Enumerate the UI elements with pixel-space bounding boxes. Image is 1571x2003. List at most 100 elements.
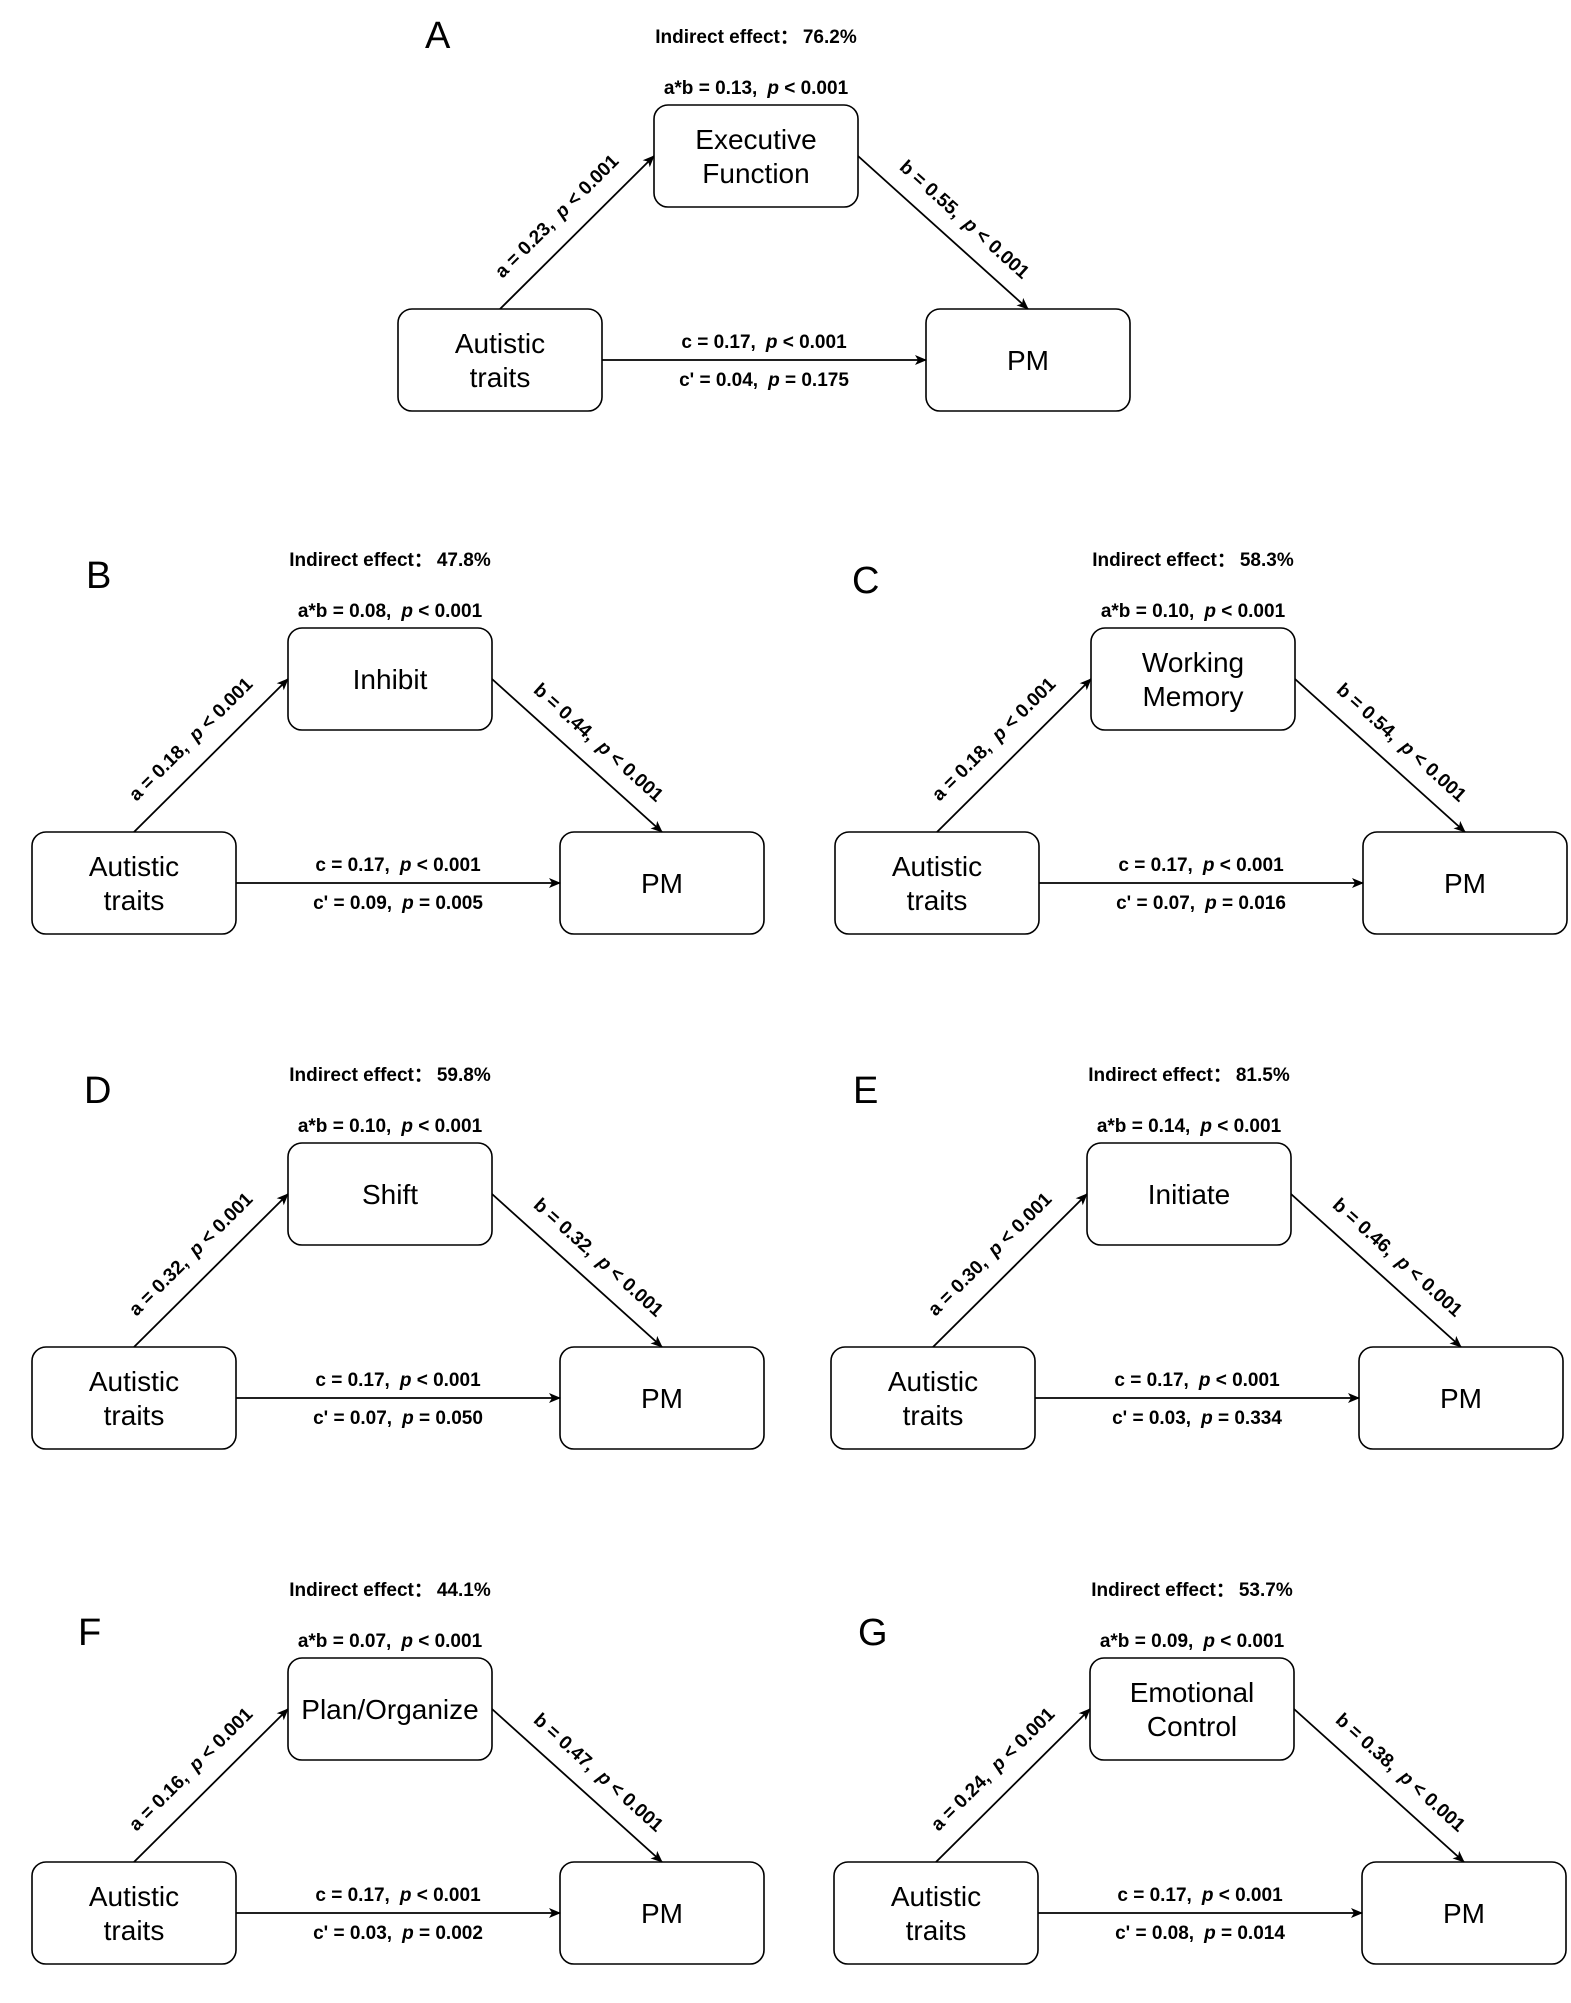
path-c-prime-label-p-value: = 0.175	[780, 370, 850, 391]
path-a-label-coef: a = 0.23,	[491, 215, 559, 282]
path-c-label-coef: c = 0.17,	[681, 332, 755, 353]
path-c-prime-label-coef: c' = 0.09,	[313, 893, 392, 914]
mediator-node: Shift	[287, 1142, 493, 1246]
path-b-arrow	[1290, 1193, 1462, 1348]
path-a-arrow	[936, 678, 1092, 833]
path-c-prime-label: c' = 0.03, p = 0.334	[1112, 1408, 1282, 1429]
mediator-node-box	[1089, 1657, 1295, 1761]
path-b-label-coef: b = 0.55,	[895, 157, 965, 223]
mediator-node-label: Shift	[362, 1179, 418, 1210]
path-c-prime-label-coef: c' = 0.07,	[313, 1408, 392, 1429]
path-c-prime-label-p-symbol: p	[1200, 1408, 1213, 1429]
predictor-node-label: Autistic	[89, 1366, 179, 1397]
path-c-label-coef: c = 0.17,	[315, 1370, 389, 1391]
path-c-label-p-value: < 0.001	[777, 332, 847, 353]
mediator-node-box	[653, 104, 859, 208]
predictor-node-label: traits	[907, 885, 968, 916]
indirect-effect-text: Indirect effect：	[1091, 1580, 1235, 1601]
path-b-label-coef: b = 0.38,	[1331, 1710, 1401, 1776]
indirect-effect-value: 44.1%	[437, 1580, 491, 1601]
path-c-prime-label-p-symbol: p	[401, 1923, 414, 1944]
path-c-prime-label: c' = 0.07,p = 0.016	[1116, 893, 1286, 914]
path-b-arrow	[1293, 1708, 1465, 1863]
path-b-label-coef: b = 0.47,	[529, 1710, 599, 1776]
predictor-node-label: Autistic	[888, 1366, 978, 1397]
path-a-label-p-value: < 0.001	[992, 1189, 1056, 1253]
predictor-node-box	[834, 831, 1040, 935]
outcome-node: PM	[925, 308, 1131, 412]
path-c-prime-label-p-symbol: p	[401, 893, 414, 914]
ab-path-label-p-symbol: p	[400, 1116, 413, 1137]
path-c-label: c = 0.17,p < 0.001	[315, 855, 481, 876]
ab-path-label: a*b = 0.08,p < 0.001	[298, 601, 483, 622]
mediator-node-label: Inhibit	[353, 664, 428, 695]
ab-path-label-p-symbol: p	[1203, 601, 1216, 622]
ab-path-label-p-value: < 0.001	[1212, 1116, 1282, 1137]
path-a-label-coef: a = 0.24,	[927, 1768, 995, 1835]
path-c-prime-label-coef: c' = 0.03,	[313, 1923, 392, 1944]
mediator-node-label: Executive	[695, 124, 816, 155]
mediator-node: Plan/Organize	[287, 1657, 493, 1761]
path-c-label: c = 0.17,p < 0.001	[1114, 1370, 1280, 1391]
outcome-node-label: PM	[1443, 1898, 1485, 1929]
path-c-prime-label-p-value: = 0.005	[414, 893, 484, 914]
predictor-node-label: traits	[470, 362, 531, 393]
path-b-arrow	[857, 155, 1029, 310]
ab-path-label-p-value: < 0.001	[413, 1631, 483, 1652]
ab-path-label: a*b = 0.09,p < 0.001	[1100, 1631, 1285, 1652]
outcome-node-label: PM	[1440, 1383, 1482, 1414]
path-a-label-coef: a = 0.30,	[924, 1253, 992, 1320]
ab-path-label: a*b = 0.13,p < 0.001	[664, 78, 849, 99]
predictor-node-label: traits	[104, 1400, 165, 1431]
outcome-node-label: PM	[1007, 345, 1049, 376]
path-c-label: c = 0.17,p < 0.001	[1117, 1885, 1283, 1906]
panel-letter: C	[852, 560, 879, 602]
path-c-prime-label-p-value: = 0.002	[414, 1923, 483, 1944]
path-b-label-coef: b = 0.32,	[529, 1195, 599, 1261]
path-b-label: b = 0.38,p < 0.001	[1331, 1710, 1469, 1837]
predictor-node-label: traits	[903, 1400, 964, 1431]
path-c-label-p-value: < 0.001	[1213, 1885, 1283, 1906]
path-c-prime-label-p-value: = 0.334	[1213, 1408, 1283, 1429]
path-b-label-p-value: < 0.001	[1403, 1775, 1469, 1837]
ab-path-label-p-value: < 0.001	[779, 78, 849, 99]
outcome-node: PM	[559, 1346, 765, 1450]
predictor-node-label: Autistic	[455, 328, 545, 359]
predictor-node-box	[31, 831, 237, 935]
path-c-prime-label-coef: c' = 0.03,	[1112, 1408, 1191, 1429]
path-c-label-p-value: < 0.001	[411, 855, 481, 876]
ab-path-label-coef: a*b = 0.10,	[298, 1116, 391, 1137]
indirect-effect-text: Indirect effect：	[289, 1580, 433, 1601]
path-b-label-p-value: < 0.001	[601, 1260, 667, 1322]
predictor-node-label: traits	[906, 1915, 967, 1946]
indirect-effect-value: 76.2%	[803, 27, 857, 48]
path-c-label-p-symbol: p	[1201, 1885, 1214, 1906]
path-a-label-p-value: < 0.001	[193, 1189, 257, 1253]
path-a-arrow	[932, 1193, 1088, 1348]
path-a-label: a = 0.18,p < 0.001	[928, 674, 1060, 806]
path-c-label-p-value: < 0.001	[1214, 855, 1284, 876]
outcome-node: PM	[1358, 1346, 1564, 1450]
mediator-node-label: Initiate	[1148, 1179, 1231, 1210]
mediator-node: Initiate	[1086, 1142, 1292, 1246]
path-c-label: c = 0.17,p < 0.001	[315, 1885, 481, 1906]
path-c-prime-label-coef: c' = 0.04,	[679, 370, 758, 391]
path-c-label: c = 0.17,p < 0.001	[1118, 855, 1284, 876]
path-a-label: a = 0.23,p < 0.001	[491, 151, 623, 283]
indirect-effect-label: Indirect effect：59.8%	[289, 1065, 491, 1086]
path-b-arrow	[491, 678, 663, 833]
path-c-label-p-symbol: p	[765, 332, 778, 353]
path-c-label-p-symbol: p	[1198, 1370, 1211, 1391]
indirect-effect-value: 53.7%	[1239, 1580, 1293, 1601]
path-b-label: b = 0.54,p < 0.001	[1332, 680, 1470, 807]
path-c-prime-label-coef: c' = 0.08,	[1115, 1923, 1194, 1944]
